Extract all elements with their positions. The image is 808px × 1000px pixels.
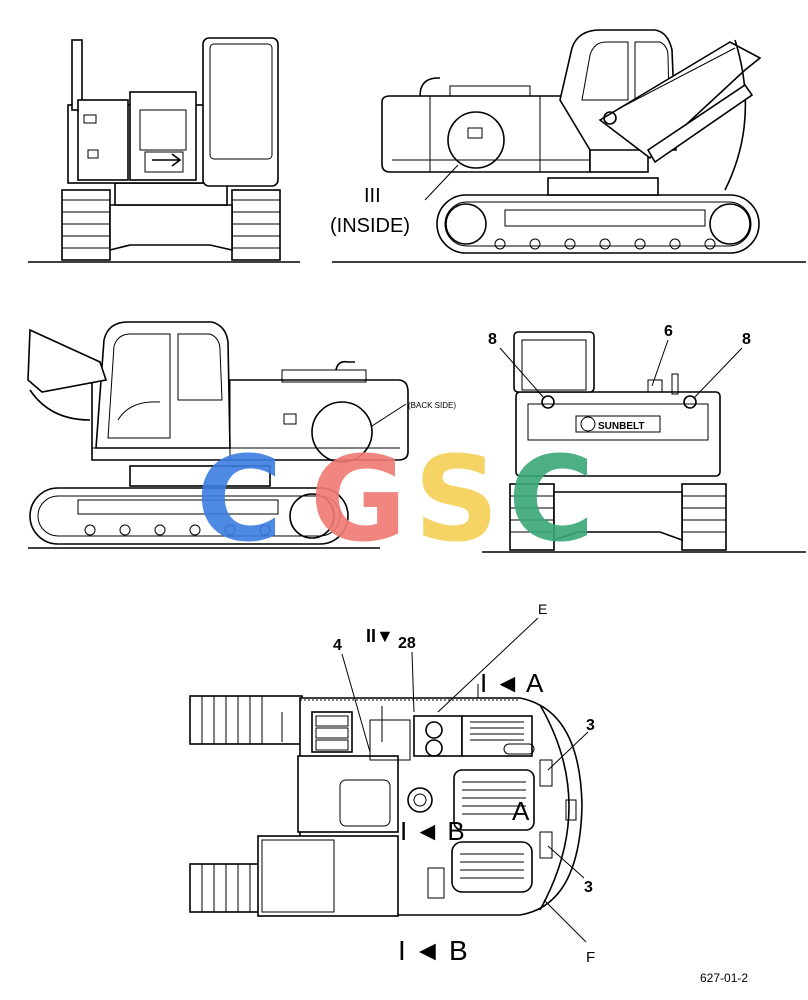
- figure-id: 627-01-2: [700, 971, 748, 985]
- top-label-3-lower: 3: [584, 879, 593, 896]
- top-view: 4 28 E II▼ I ◄ A 3 3 I ◄ B A I ◄ B F: [189, 601, 595, 966]
- view-arrow-IB-inner: I ◄ B: [400, 816, 465, 846]
- top-label-A: A: [512, 796, 530, 826]
- rear-label-6: 6: [664, 323, 673, 340]
- callout-inside: (INSIDE): [330, 215, 410, 237]
- top-label-28: 28: [398, 635, 416, 652]
- top-label-F: F: [586, 949, 595, 966]
- front-view: [28, 37, 300, 263]
- top-view-arrow-II: II▼: [366, 626, 394, 646]
- rear-view: SUNBELT 8 6 8: [482, 323, 806, 553]
- watermark-letter-3: S: [414, 430, 499, 568]
- top-label-E: E: [538, 601, 547, 617]
- left-side-view: (BACK SIDE): [27, 321, 456, 549]
- view-arrow-IA: I ◄ A: [480, 668, 544, 698]
- brand-plate: SUNBELT: [598, 421, 644, 432]
- top-label-4: 4: [333, 637, 342, 654]
- top-label-3-upper: 3: [586, 717, 595, 734]
- watermark-letter-2: G: [310, 430, 407, 568]
- callout-III: III: [364, 185, 381, 207]
- watermark: C G S C: [196, 430, 595, 568]
- right-side-view: [332, 29, 806, 263]
- watermark-letter-4: C: [508, 430, 595, 568]
- watermark-letter-1: C: [196, 430, 283, 568]
- view-arrow-IB-outer: I ◄ B: [398, 935, 468, 966]
- rear-label-8-left: 8: [488, 331, 497, 348]
- back-side-label: (BACK SIDE): [408, 401, 456, 410]
- rear-label-8-right: 8: [742, 331, 751, 348]
